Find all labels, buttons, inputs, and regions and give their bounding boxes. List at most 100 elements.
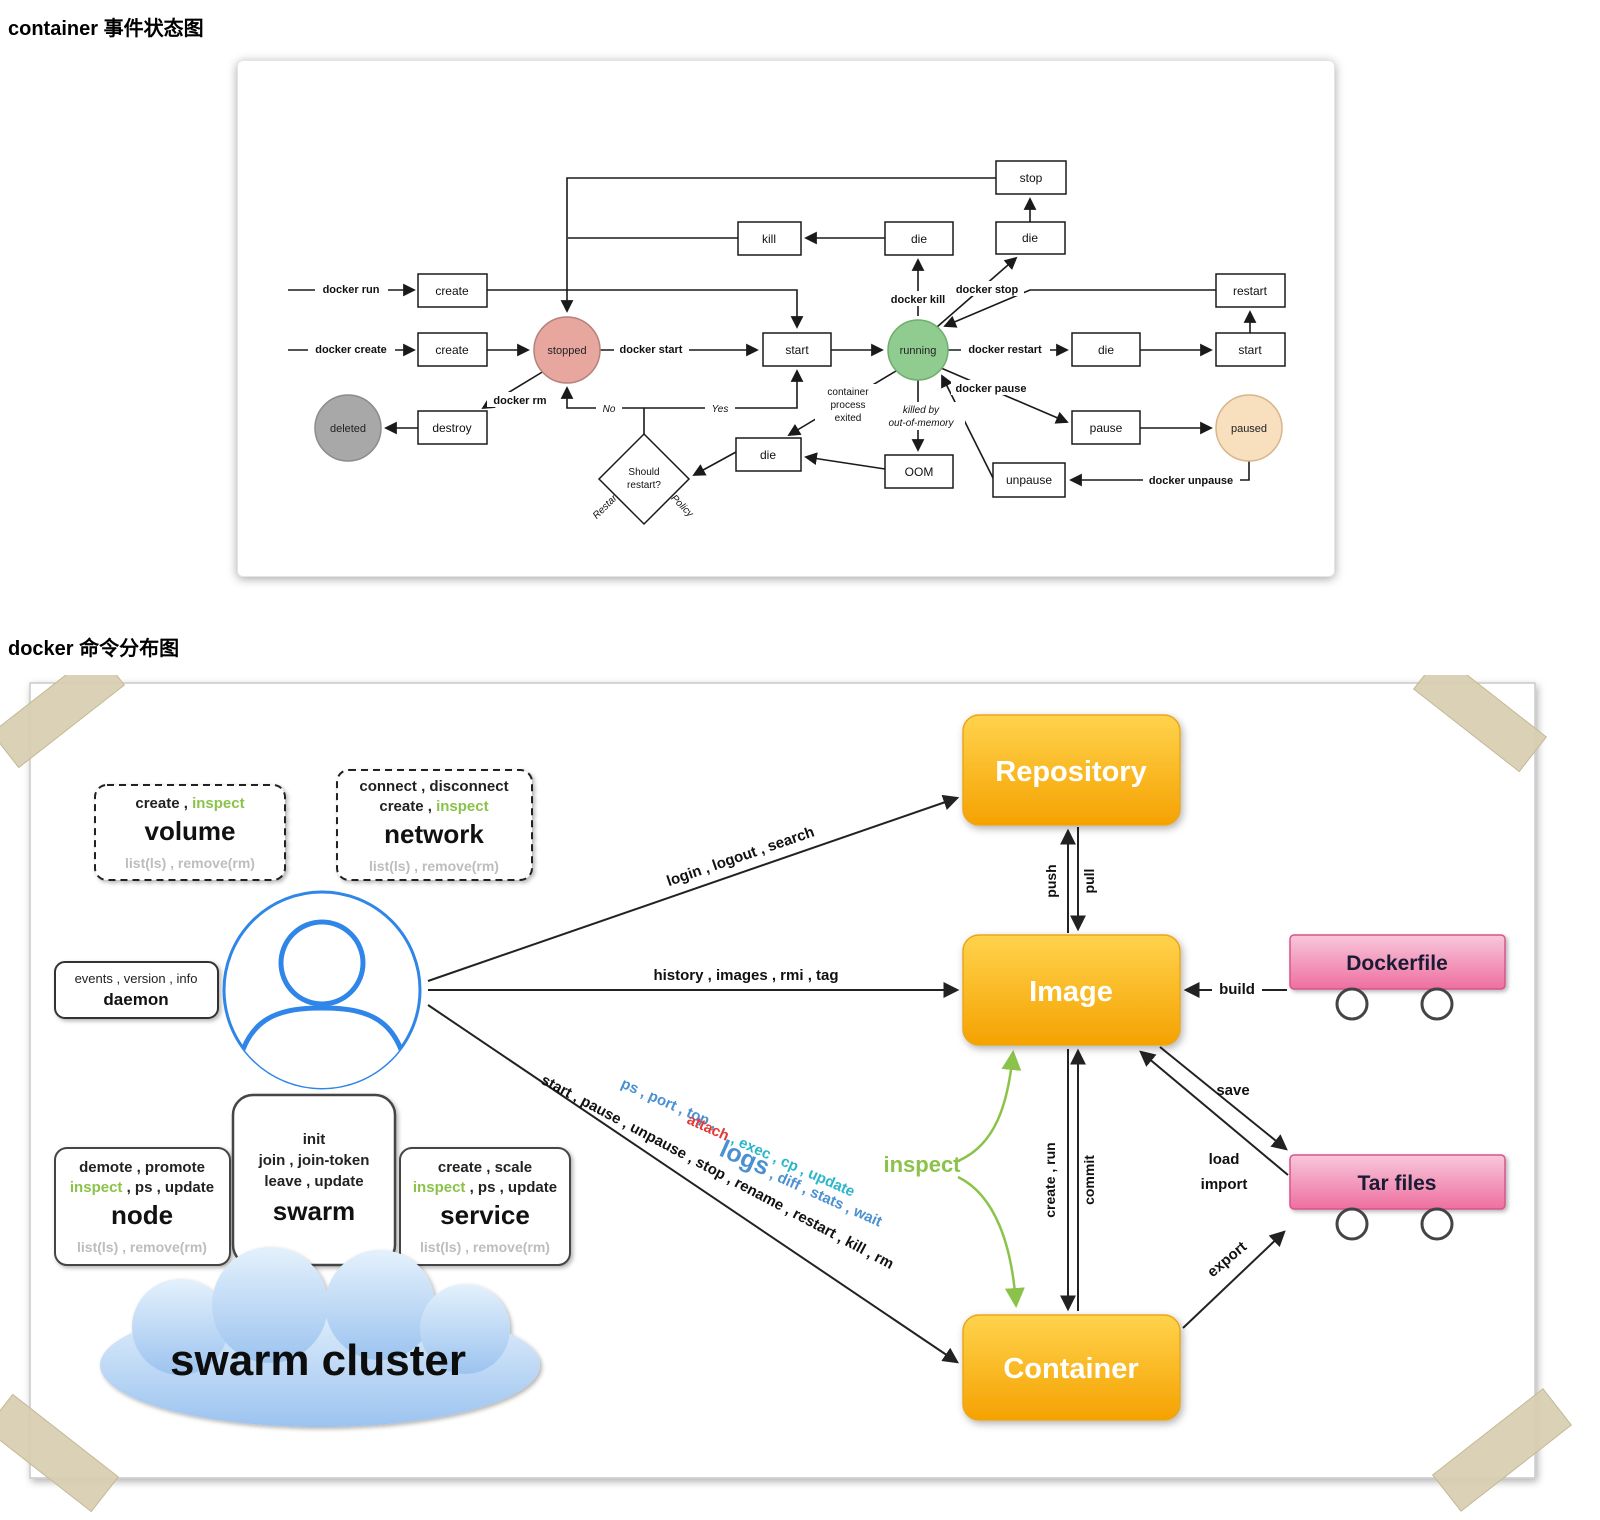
volume-box: create , inspect volume list(ls) , remov… — [94, 784, 286, 881]
label-save: save — [1216, 1082, 1249, 1099]
label-create-run: create , run — [1042, 1142, 1058, 1217]
command-diagram-poster: login , logout , search history , images… — [0, 649, 1600, 1520]
label-docker-restart: docker restart — [968, 344, 1042, 356]
inspect-arrow-to-image — [957, 1050, 1022, 1163]
image-label: Image — [1029, 976, 1113, 1008]
label-docker-create: docker create — [315, 344, 387, 356]
label-load: load — [1209, 1151, 1240, 1168]
state-running: running — [900, 345, 937, 357]
label-docker-start: docker start — [620, 344, 683, 356]
label-docker-rm: docker rm — [493, 395, 546, 407]
swarm-name: swarm — [273, 1196, 355, 1226]
svg-text:create , scale: create , scale — [438, 1159, 532, 1176]
svg-text:create , inspect: create , inspect — [135, 795, 244, 812]
label-inspect: inspect — [883, 1152, 961, 1177]
label-process-exited: container — [827, 387, 869, 398]
image-box: Image — [962, 934, 1181, 1046]
svg-text:list(ls) , remove(rm): list(ls) , remove(rm) — [420, 1239, 550, 1255]
event-create: create — [435, 284, 469, 298]
inspect-arrow-to-container — [957, 1175, 1025, 1308]
state-diagram-edge-labels: docker run docker create docker start do… — [308, 281, 1240, 522]
svg-text:exited: exited — [835, 413, 862, 424]
svg-text:demote , promote: demote , promote — [79, 1159, 205, 1176]
tape-bottom-right — [1431, 1388, 1573, 1512]
state-deleted: deleted — [330, 423, 366, 435]
event-pause: pause — [1090, 421, 1123, 435]
svg-text:inspect , ps , update: inspect , ps , update — [70, 1179, 214, 1196]
event-oom: OOM — [905, 465, 934, 479]
svg-text:events , version , info: events , version , info — [75, 971, 198, 986]
svg-text:create , inspect: create , inspect — [379, 798, 488, 815]
label-history-images: history , images , rmi , tag — [653, 967, 838, 984]
state-diagram-title: container 事件状态图 — [8, 18, 204, 40]
docker-client-person-icon — [222, 890, 422, 1090]
node-name: node — [111, 1200, 173, 1230]
svg-text:restart?: restart? — [627, 480, 661, 491]
svg-text:list(ls) , remove(rm): list(ls) , remove(rm) — [369, 858, 499, 874]
event-create: create — [435, 343, 469, 357]
label-docker-unpause: docker unpause — [1149, 475, 1233, 487]
event-unpause: unpause — [1006, 473, 1052, 487]
volume-name: volume — [144, 816, 235, 846]
command-diagram: login , logout , search history , images… — [0, 649, 1573, 1513]
svg-text:inspect , ps , update: inspect , ps , update — [413, 1179, 557, 1196]
svg-text:Should: Should — [628, 467, 659, 478]
command-arrows — [427, 794, 1289, 1364]
state-paused: paused — [1231, 423, 1267, 435]
state-diagram-event-boxes: stop kill die die create restart create … — [417, 160, 1286, 498]
label-no: No — [603, 404, 616, 415]
event-destroy: destroy — [432, 421, 471, 435]
tape-bottom-left — [0, 1393, 120, 1513]
event-die: die — [1098, 343, 1114, 357]
label-pull: pull — [1081, 869, 1097, 894]
swarm-cluster-cloud: swarm cluster — [100, 1247, 540, 1427]
swarm-box: init join , join-token leave , update sw… — [231, 1093, 397, 1267]
command-diagram-title: docker 命令分布图 — [8, 638, 180, 660]
svg-text:list(ls) , remove(rm): list(ls) , remove(rm) — [125, 855, 255, 871]
service-box: create , scale inspect , ps , update ser… — [399, 1147, 571, 1266]
event-start: start — [785, 343, 809, 357]
service-name: service — [440, 1200, 530, 1230]
event-kill: kill — [762, 232, 776, 246]
label-yes: Yes — [712, 404, 729, 415]
state-diagram: docker run docker create docker start do… — [288, 160, 1286, 526]
event-die: die — [760, 448, 776, 462]
label-docker-stop: docker stop — [956, 284, 1019, 296]
label-restart-policy-right: Policy — [668, 493, 695, 520]
svg-text:out-of-memory: out-of-memory — [888, 418, 954, 429]
label-docker-run: docker run — [323, 284, 380, 296]
tar-files-box: Tar files — [1289, 1154, 1506, 1241]
should-restart-decision: Should restart? — [597, 432, 691, 526]
svg-text:process: process — [830, 400, 865, 411]
state-diagram-card: docker run docker create docker start do… — [237, 60, 1335, 577]
node-box: demote , promote inspect , ps , update n… — [54, 1147, 231, 1266]
svg-text:connect , disconnect: connect , disconnect — [359, 778, 508, 795]
event-stop: stop — [1020, 171, 1043, 185]
event-die: die — [1022, 231, 1038, 245]
event-die: die — [911, 232, 927, 246]
dockerfile-label: Dockerfile — [1346, 952, 1448, 975]
label-docker-kill: docker kill — [891, 294, 945, 306]
daemon-box: events , version , info daemon — [54, 961, 219, 1019]
tar-files-label: Tar files — [1358, 1172, 1437, 1195]
network-box: connect , disconnect create , inspect ne… — [336, 769, 533, 881]
swarm-cluster-label: swarm cluster — [170, 1336, 466, 1385]
container-box: Container — [962, 1314, 1181, 1421]
label-push: push — [1043, 864, 1059, 897]
repository-label: Repository — [995, 756, 1146, 788]
label-killed-oom: killed by — [903, 405, 940, 416]
label-commit: commit — [1081, 1155, 1097, 1205]
label-import: import — [1201, 1176, 1248, 1193]
container-label: Container — [1003, 1353, 1138, 1385]
event-start: start — [1238, 343, 1262, 357]
network-name: network — [384, 819, 484, 849]
event-restart: restart — [1233, 284, 1268, 298]
state-diagram-states: stopped running paused deleted — [314, 316, 1283, 462]
svg-text:init: init — [303, 1131, 326, 1148]
dockerfile-box: Dockerfile — [1289, 934, 1506, 1021]
label-build: build — [1219, 981, 1255, 998]
svg-text:list(ls) , remove(rm): list(ls) , remove(rm) — [77, 1239, 207, 1255]
daemon-name: daemon — [103, 990, 168, 1009]
svg-text:join , join-token: join , join-token — [258, 1152, 370, 1169]
